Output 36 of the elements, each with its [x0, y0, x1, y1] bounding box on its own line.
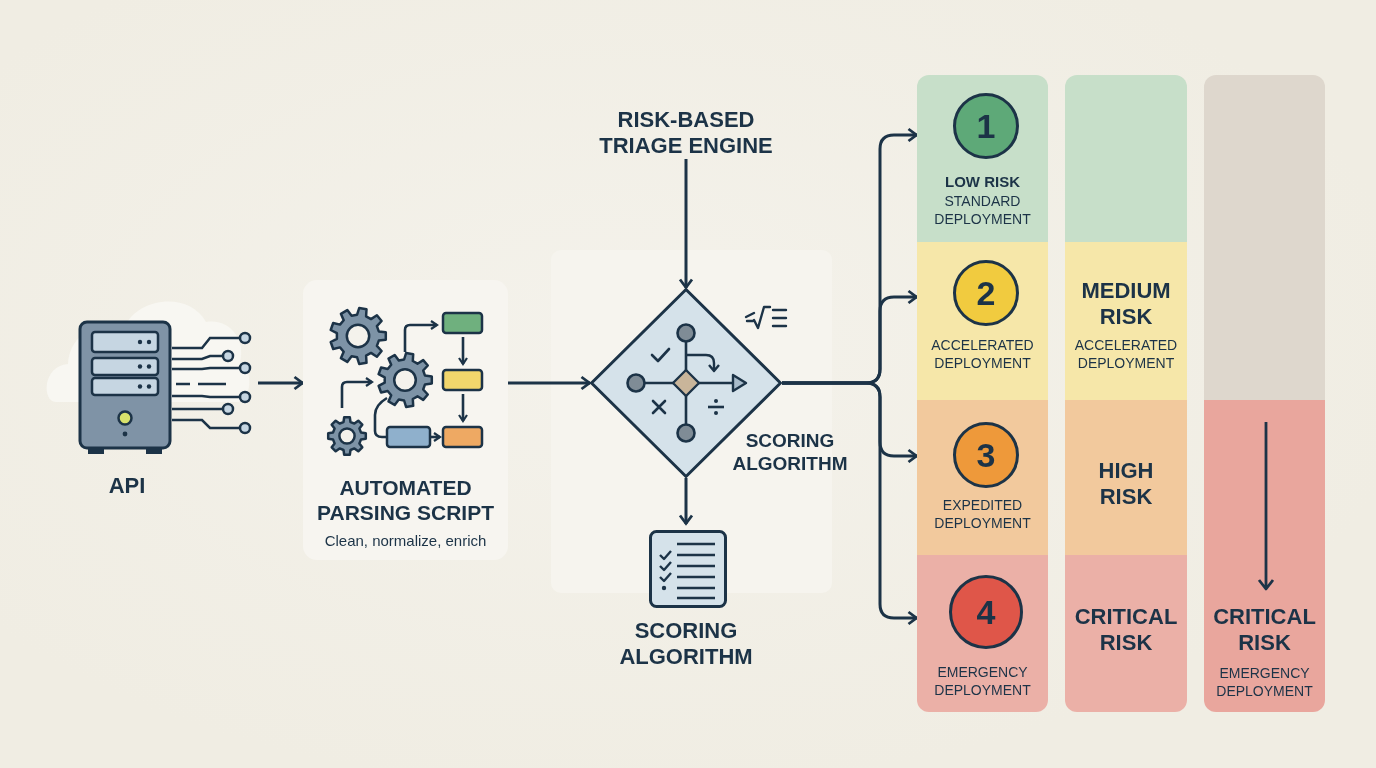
risk-band — [1204, 75, 1325, 400]
deployment-type: EMERGENCY DEPLOYMENT — [933, 663, 1032, 699]
risk-band — [917, 400, 1048, 555]
risk-level: LOW RISK — [945, 172, 1020, 191]
number-circle: 4 — [949, 575, 1023, 649]
risk-level: CRITICAL RISK — [1212, 604, 1317, 656]
node-label: API — [108, 473, 146, 499]
deployment-type: ACCELERATED DEPLOYMENT — [1073, 336, 1179, 372]
number-circle: 1 — [953, 93, 1019, 159]
process-card — [303, 280, 508, 560]
deployment-type: ACCELERATED DEPLOYMENT — [930, 336, 1035, 372]
flow-arrow — [258, 375, 304, 391]
flow-arrow — [678, 159, 694, 289]
risk-level: HIGH RISK — [1097, 458, 1155, 510]
risk-band — [1065, 400, 1187, 555]
card-title: AUTOMATED PARSING SCRIPT — [316, 475, 495, 525]
risk-level: MEDIUM RISK — [1080, 278, 1172, 330]
risk-band — [917, 75, 1048, 242]
node-label: RISK-BASED TRIAGE ENGINE — [598, 107, 774, 159]
flow-arrow — [678, 478, 694, 525]
risk-band — [917, 555, 1048, 712]
card-subtitle: Clean, normalize, enrich — [324, 532, 487, 550]
risk-band — [1204, 400, 1325, 712]
flow-arrow — [508, 375, 591, 391]
deployment-type: EXPEDITED DEPLOYMENT — [933, 496, 1032, 532]
risk-band — [1065, 242, 1187, 400]
risk-band — [1065, 555, 1187, 712]
risk-level: CRITICAL RISK — [1073, 604, 1179, 656]
number-circle: 2 — [953, 260, 1019, 326]
branch-arrow — [782, 381, 918, 626]
risk-band — [1065, 75, 1187, 242]
deployment-type: EMERGENCY DEPLOYMENT — [1215, 664, 1314, 700]
risk-band — [917, 242, 1048, 400]
deployment-type: STANDARD DEPLOYMENT — [933, 192, 1032, 228]
node-label: SCORING ALGORITHM — [618, 618, 754, 670]
number-circle: 3 — [953, 422, 1019, 488]
